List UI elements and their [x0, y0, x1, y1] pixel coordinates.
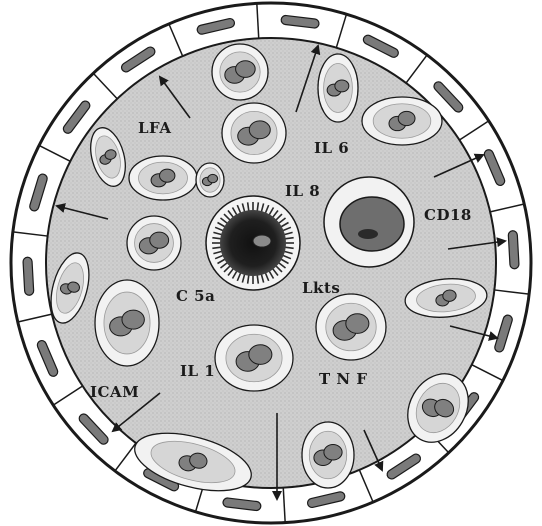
leukocyte-icon — [127, 216, 181, 270]
label-icam: ICAM — [90, 383, 139, 401]
label-c5a: C 5a — [176, 287, 215, 305]
leukocyte-icon — [95, 280, 159, 366]
endothelial-cell-icon — [508, 231, 519, 269]
leukocyte-icon — [362, 97, 442, 145]
label-il8: IL 8 — [285, 182, 320, 200]
leukocyte-icon — [212, 44, 268, 100]
leukocyte-icon — [196, 163, 224, 197]
leukocyte-icon — [222, 103, 286, 163]
label-lfa: LFA — [138, 119, 171, 137]
label-cd18: CD18 — [424, 206, 472, 224]
leukocyte-icon — [302, 422, 354, 488]
leukocyte-icon — [129, 156, 197, 200]
label-tnf: T N F — [319, 370, 367, 388]
large-adherent-cell — [324, 177, 414, 267]
label-lkts: Lkts — [302, 279, 340, 297]
leukocyte-icon — [318, 54, 358, 122]
central-activated-cell — [206, 196, 300, 290]
label-il1: IL 1 — [180, 362, 215, 380]
leukocyte-icon — [316, 294, 386, 360]
leukocyte-icon — [215, 325, 293, 391]
endothelial-cell-icon — [23, 257, 34, 295]
label-il6: IL 6 — [314, 139, 349, 157]
